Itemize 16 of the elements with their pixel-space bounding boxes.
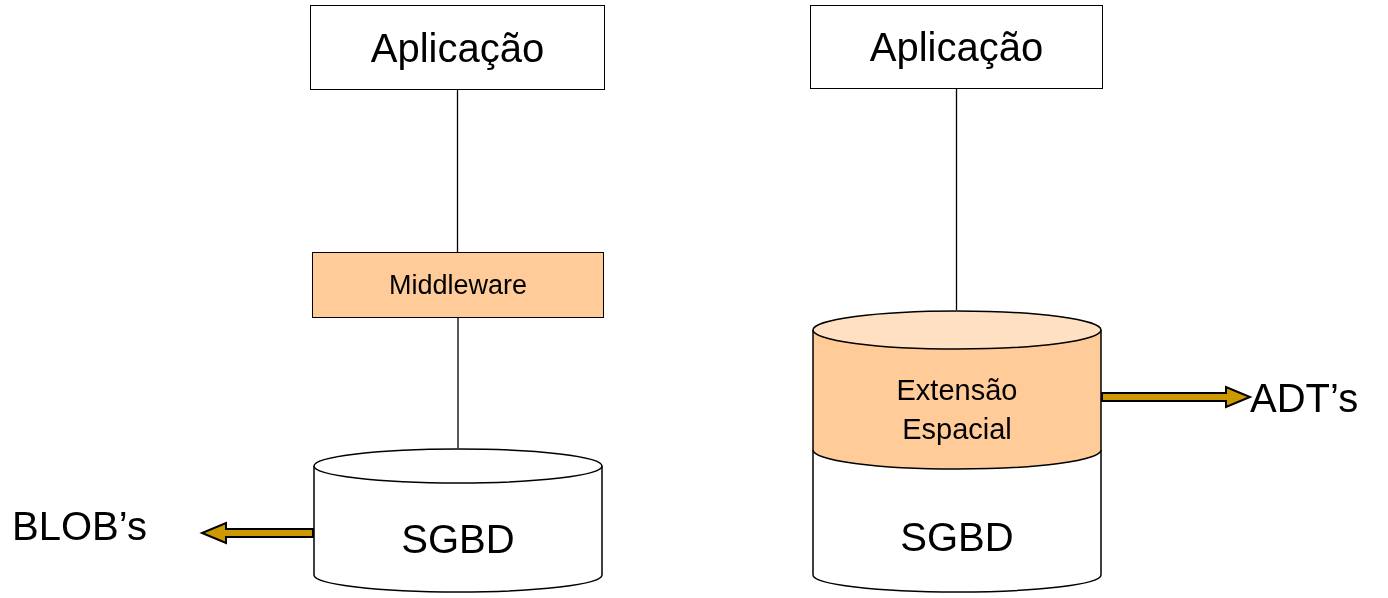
application-box (810, 5, 1103, 89)
node-label: Extensão Espacial (895, 372, 1019, 447)
node-label: Aplicação (370, 24, 545, 72)
node-label: BLOB’s (12, 503, 147, 550)
connector-line (955, 88, 958, 311)
connector-line (456, 89, 459, 253)
middleware-box (312, 252, 604, 318)
block-arrow (1101, 385, 1253, 409)
connector-line (457, 317, 459, 449)
node-label: Aplicação (869, 24, 1044, 71)
node-label: Middleware (388, 268, 528, 302)
node-label: SGBD (900, 513, 1014, 561)
node-label: ADT’s (1250, 375, 1359, 422)
block-arrow (199, 521, 314, 545)
application-box (310, 5, 605, 90)
node-label: SGBD (401, 515, 515, 563)
